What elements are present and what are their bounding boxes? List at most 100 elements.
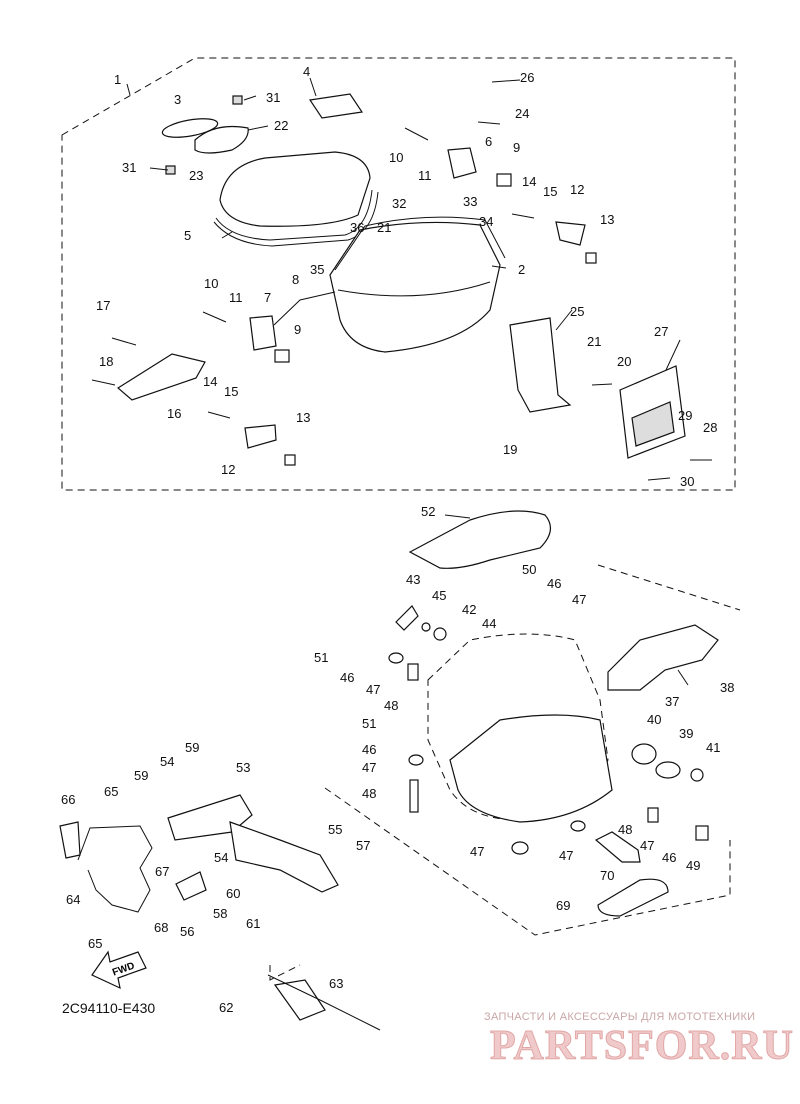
part-pivot-56: [175, 871, 207, 901]
bolts-top: [91, 121, 712, 481]
callout-37: 37: [665, 694, 679, 709]
callout-59b: 59: [134, 768, 148, 783]
part-collar-47a: [388, 652, 404, 664]
part-spacer-48b: [409, 779, 419, 813]
part-rail-64: [77, 825, 153, 913]
callout-19: 19: [503, 442, 517, 457]
part-lock-42: [433, 627, 447, 641]
callout-56: 56: [180, 924, 194, 939]
callout-9b: 9: [294, 322, 301, 337]
part-cover-69: [597, 878, 669, 917]
callout-47e: 47: [559, 848, 573, 863]
part-hinge-6: [447, 147, 477, 179]
part-lower-case: [427, 633, 609, 821]
callout-14: 14: [522, 174, 536, 189]
callout-29: 29: [678, 408, 692, 423]
callout-11: 11: [418, 168, 432, 183]
part-wire: [273, 291, 336, 326]
callout-8: 8: [292, 272, 299, 287]
callout-46c: 46: [362, 742, 376, 757]
callout-47f: 47: [640, 838, 654, 853]
callout-42: 42: [462, 602, 476, 617]
part-case: [329, 221, 501, 353]
callout-35: 35: [310, 262, 324, 277]
callout-51: 51: [314, 650, 328, 665]
part-nut-41: [690, 768, 704, 782]
callout-23: 23: [189, 168, 203, 183]
part-spacer-48c: [647, 807, 659, 823]
callout-31: 31: [266, 90, 280, 105]
callout-59: 59: [185, 740, 199, 755]
callout-60: 60: [226, 886, 240, 901]
callout-48b: 48: [362, 786, 376, 801]
callout-46: 46: [547, 576, 561, 591]
callout-13: 13: [600, 212, 614, 227]
callout-47: 47: [572, 592, 586, 607]
callout-54: 54: [160, 754, 174, 769]
callout-66: 66: [61, 792, 75, 807]
lower-assembly-boundary: [324, 787, 731, 936]
callout-62: 62: [219, 1000, 233, 1015]
callout-47b: 47: [366, 682, 380, 697]
callout-24: 24: [515, 106, 529, 121]
part-collar-47c: [511, 841, 529, 855]
part-clip-13b: [284, 454, 296, 466]
callout-33: 33: [463, 194, 477, 209]
part-lid-gasket: [215, 189, 373, 241]
callout-61: 61: [246, 916, 260, 931]
fwd-arrow: FWD: [91, 950, 147, 990]
callout-44: 44: [482, 616, 496, 631]
callout-47c: 47: [362, 760, 376, 775]
callout-36: 36: [350, 220, 364, 235]
callout-58: 58: [213, 906, 227, 921]
callout-31b: 31: [122, 160, 136, 175]
callout-49: 49: [686, 858, 700, 873]
callout-1: 1: [114, 72, 121, 87]
callout-53: 53: [236, 760, 250, 775]
callout-12: 12: [570, 182, 584, 197]
callout-46b: 46: [340, 670, 354, 685]
callout-22: 22: [274, 118, 288, 133]
part-inner-pad: [408, 510, 551, 569]
callout-52: 52: [421, 504, 435, 519]
callout-5: 5: [184, 228, 191, 243]
part-bracket-12b: [244, 424, 277, 449]
callout-63: 63: [329, 976, 343, 991]
part-hook-66: [59, 821, 81, 859]
callout-numbers: 1 2 3 4 5 6 7 8 9 9 10 10 11 11 12 12 13…: [61, 64, 734, 1015]
callout-21: 21: [377, 220, 391, 235]
callout-39: 39: [679, 726, 693, 741]
part-spacer-48a: [407, 663, 419, 681]
callout-13b: 13: [296, 410, 310, 425]
callout-7: 7: [264, 290, 271, 305]
callout-16: 16: [167, 406, 181, 421]
callout-41: 41: [706, 740, 720, 755]
part-clip-9b: [274, 349, 290, 363]
callout-51b: 51: [362, 716, 376, 731]
part-top-lid: [219, 151, 371, 227]
callout-26: 26: [520, 70, 534, 85]
callout-15: 15: [543, 184, 557, 199]
callout-67: 67: [155, 864, 169, 879]
callout-47d: 47: [470, 844, 484, 859]
callout-12b: 12: [221, 462, 235, 477]
callout-65: 65: [104, 784, 118, 799]
callout-2: 2: [518, 262, 525, 277]
callout-65b: 65: [88, 936, 102, 951]
callout-11b: 11: [229, 290, 243, 305]
part-collar-47d: [570, 820, 586, 832]
callout-27: 27: [654, 324, 668, 339]
callout-34: 34: [479, 214, 493, 229]
callout-50: 50: [522, 562, 536, 577]
part-clip-13a: [585, 252, 597, 264]
part-spacer-49: [695, 825, 709, 841]
callout-54b: 54: [214, 850, 228, 865]
part-collar-47b: [408, 754, 424, 766]
callout-6: 6: [485, 134, 492, 149]
part-bracket-70: [594, 831, 641, 863]
part-clip-9a: [496, 173, 512, 187]
part-washer-45: [421, 622, 431, 632]
part-mount-39: [655, 761, 681, 779]
callout-3: 3: [174, 92, 181, 107]
